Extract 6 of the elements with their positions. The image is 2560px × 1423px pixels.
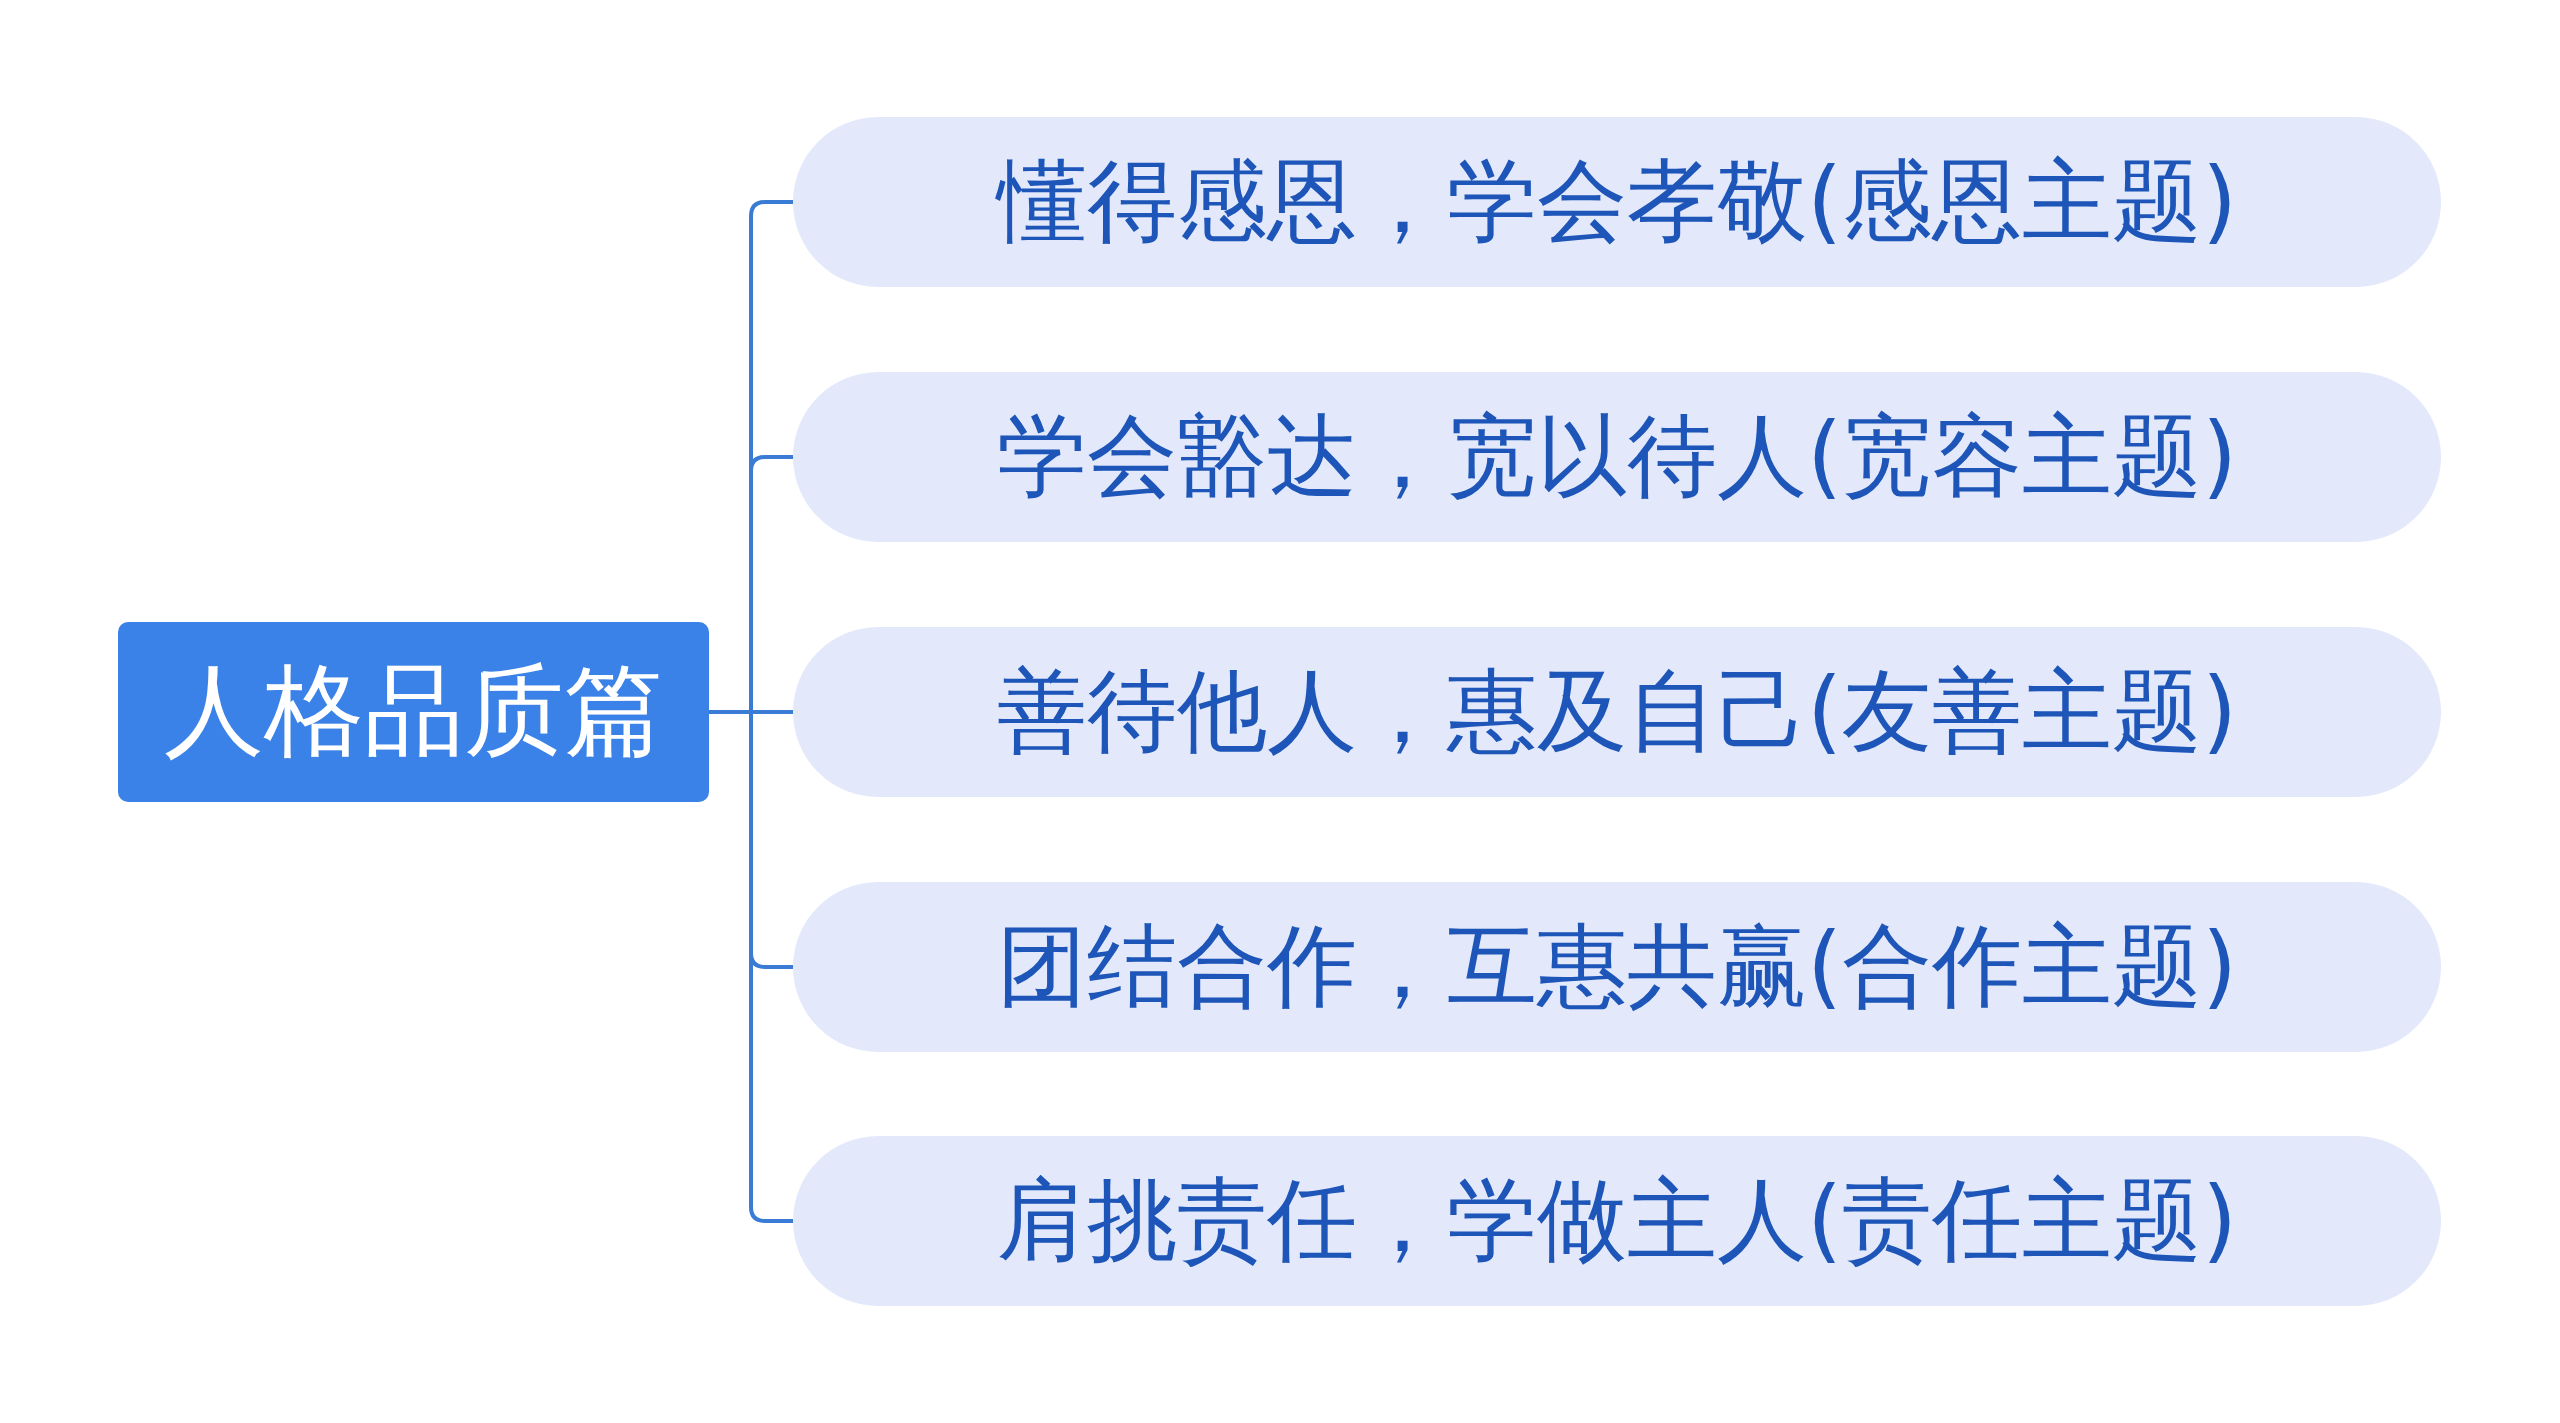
subtopic-pill: 懂得感恩，学会孝敬(感恩主题) — [793, 117, 2441, 287]
subtopic-pill: 肩挑责任，学做主人(责任主题) — [793, 1136, 2441, 1306]
subtopic-pill: 学会豁达，宽以待人(宽容主题) — [793, 372, 2441, 542]
topic-box: 人格品质篇 — [118, 622, 709, 802]
subtopic-pill: 善待他人，惠及自己(友善主题) — [793, 627, 2441, 797]
subtopic-pill: 团结合作，互惠共赢(合作主题) — [793, 882, 2441, 1052]
